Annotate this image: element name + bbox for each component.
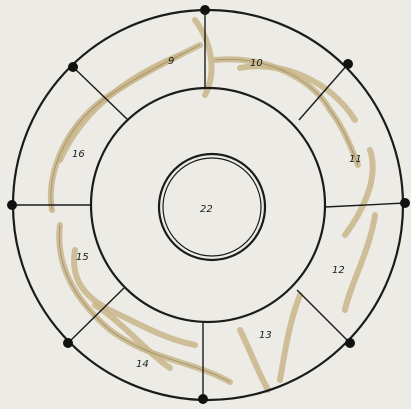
junction-dot — [63, 338, 73, 348]
segment-label-13: 13 — [259, 330, 272, 341]
spoke — [297, 290, 350, 343]
junction-dot — [7, 200, 17, 210]
segment-label-12: 12 — [332, 265, 345, 276]
spoke — [73, 67, 128, 120]
root-strand — [280, 295, 300, 380]
root-strand — [195, 20, 212, 95]
spoke — [299, 64, 348, 120]
root-strand — [240, 66, 355, 120]
segment-label-16: 16 — [72, 149, 85, 160]
root-strand — [60, 55, 180, 160]
segment-label-11: 11 — [349, 154, 362, 165]
center-label: 22 — [200, 204, 213, 215]
junction-dot — [345, 338, 355, 348]
segment-label-10: 10 — [250, 58, 263, 69]
junction-dot — [68, 62, 78, 72]
root-strand — [215, 59, 358, 165]
segment-label-15: 15 — [76, 252, 89, 263]
junction-dot — [200, 5, 210, 15]
root-strand — [74, 250, 195, 345]
junction-dot — [400, 198, 410, 208]
junction-dot — [198, 394, 208, 404]
junction-dot — [343, 59, 353, 69]
segment-label-9: 9 — [168, 56, 174, 67]
root-strands — [51, 20, 375, 390]
segment-label-14: 14 — [136, 359, 149, 370]
